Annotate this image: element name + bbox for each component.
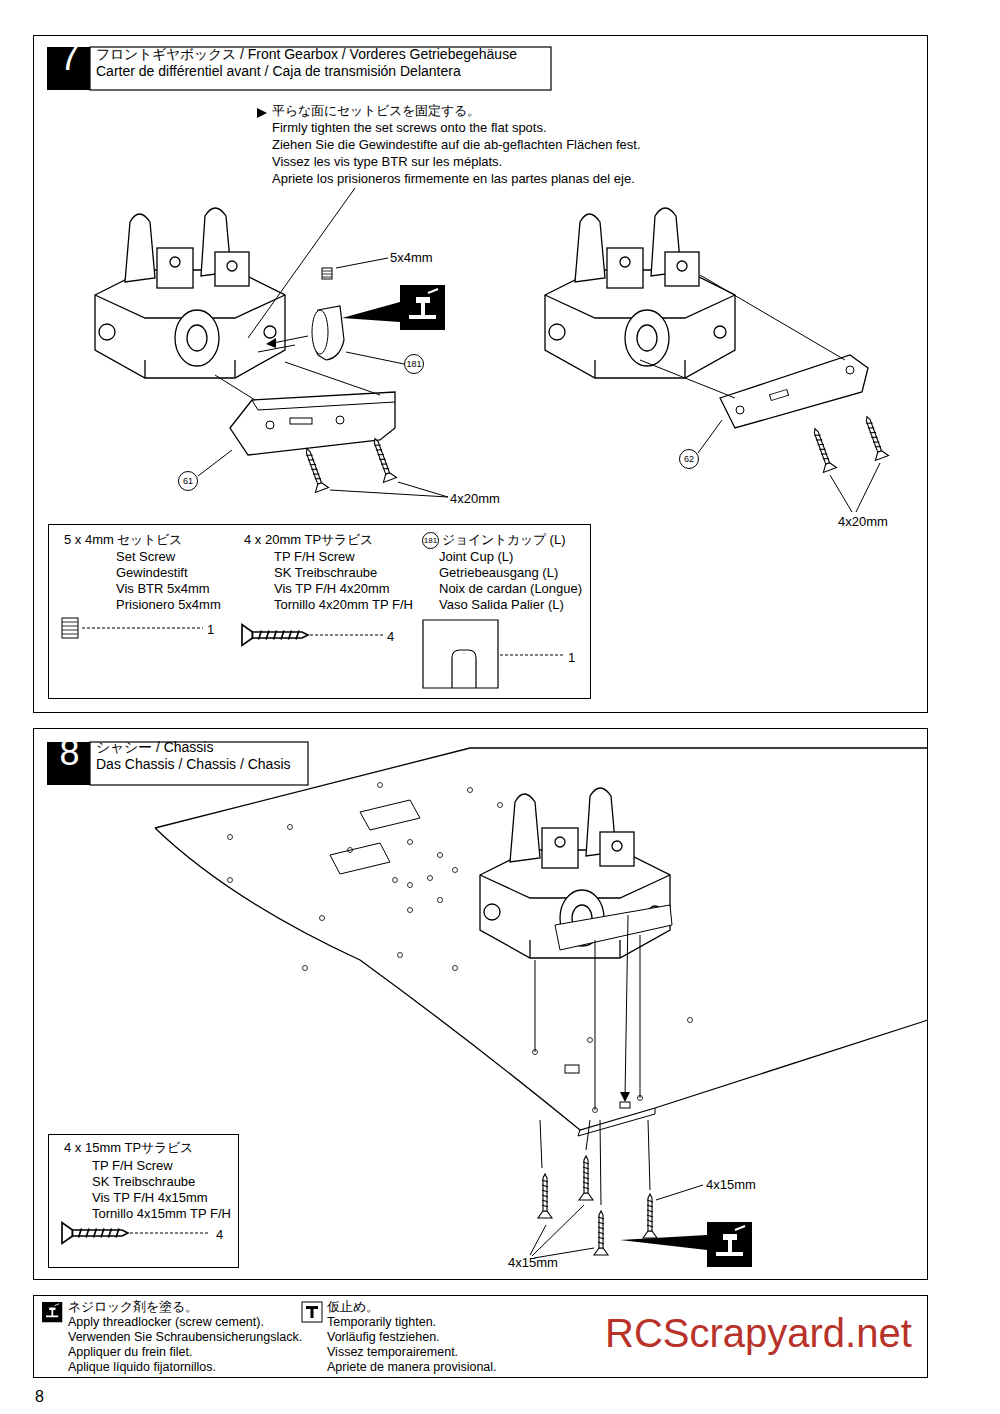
part-text: Das Chassis / Chassis / Chasis <box>96 756 291 773</box>
part-text: SK Treibschraube <box>274 565 377 580</box>
part-text: Tornillo 4x20mm TP F/H <box>274 597 413 612</box>
part-text: 4 <box>387 629 394 644</box>
part-text: Aplique líquido fijatornillos. <box>68 1360 216 1374</box>
part-text: 5 x 4mm セットビス <box>64 532 182 547</box>
part-text: シャシー / Chassis <box>96 739 213 756</box>
front-gearbox-right <box>545 208 889 512</box>
part-text: Apply threadlocker (screw cement). <box>68 1315 264 1329</box>
part-text: 4 x 20mm TPサラビス <box>244 532 373 547</box>
label: 4x20mm <box>838 514 888 529</box>
callout-number: 181 <box>404 354 424 374</box>
parts-box: 4 x 15mm TPサラビス TP F/H ScrewSK Treibschra… <box>48 1134 239 1268</box>
part-text: Temporarily tighten. <box>327 1315 436 1329</box>
part-text: 4 x 15mm TPサラビス <box>64 1140 193 1155</box>
label: Vissez les vis type BTR sur les méplats. <box>272 154 502 169</box>
chassis-plate <box>155 748 928 1267</box>
part-text: Appliquer du frein filet. <box>68 1345 192 1359</box>
part-text: 1 <box>568 650 575 665</box>
label: 5x4mm <box>390 250 433 265</box>
step-number: 8 <box>48 731 91 774</box>
label: 4x15mm <box>706 1177 756 1192</box>
part-text: SK Treibschraube <box>92 1174 195 1189</box>
part-text: Noix de cardan (Longue) <box>439 581 582 596</box>
part-text: Prisionero 5x4mm <box>116 597 221 612</box>
part-text: Vis TP F/H 4x20mm <box>274 581 390 596</box>
part-text: Verwenden Sie Schraubensicherungslack. <box>68 1330 302 1344</box>
label: 平らな面にセットビスを固定する。 <box>272 103 480 118</box>
part-text: Vis TP F/H 4x15mm <box>92 1190 208 1205</box>
watermark: RCScrapyard.net <box>605 1310 912 1356</box>
part-text: Vis BTR 5x4mm <box>116 581 210 596</box>
step-heading <box>47 47 551 785</box>
label: 4x20mm <box>450 491 500 506</box>
part-text: Gewindestift <box>116 565 188 580</box>
step-panel: 7 フロントギヤボックス / Front Gearbox / Vorderes G… <box>33 35 928 713</box>
part-text: Vissez temporairement. <box>327 1345 458 1359</box>
part-text: 仮止め。 <box>327 1300 379 1314</box>
part-text: Vaso Salida Palier (L) <box>439 597 564 612</box>
part-text: Vorläufig festziehen. <box>327 1330 440 1344</box>
parts-box: 5 x 4mm セットビス Set ScrewGewindestiftVis BT… <box>48 524 591 699</box>
label: Firmly tighten the set screws onto the f… <box>272 120 547 135</box>
part-text: Set Screw <box>116 549 175 564</box>
part-text: TP F/H Screw <box>92 1158 173 1173</box>
part-text: フロントギヤボックス / Front Gearbox / Vorderes Ge… <box>96 46 517 63</box>
part-text: Carter de différentiel avant / Caja de t… <box>96 63 461 80</box>
part-text: 4 <box>216 1227 223 1242</box>
callout-number: 181 <box>422 532 439 549</box>
label: 4x15mm <box>508 1255 558 1270</box>
page-number: 8 <box>35 1388 44 1406</box>
part-text: Getriebeausgang (L) <box>439 565 558 580</box>
callout-number: 62 <box>679 449 699 469</box>
callout-number: 61 <box>178 471 198 491</box>
step-number: 7 <box>48 36 91 79</box>
part-text: Tornillo 4x15mm TP F/H <box>92 1206 231 1221</box>
step-panel: 8 シャシー / ChassisDas Chassis / Chassis / C… <box>33 728 928 1280</box>
part-text: ジョイントカップ (L) <box>442 532 566 547</box>
part-text: TP F/H Screw <box>274 549 355 564</box>
part-text: Apriete de manera provisional. <box>327 1360 497 1374</box>
part-text: ネジロック剤を塗る。 <box>68 1300 198 1314</box>
label: Ziehen Sie die Gewindestifte auf die ab-… <box>272 137 641 152</box>
label: Apriete los prisioneros firmemente en la… <box>272 171 635 186</box>
part-text: 1 <box>207 622 214 637</box>
part-text: Joint Cup (L) <box>439 549 513 564</box>
